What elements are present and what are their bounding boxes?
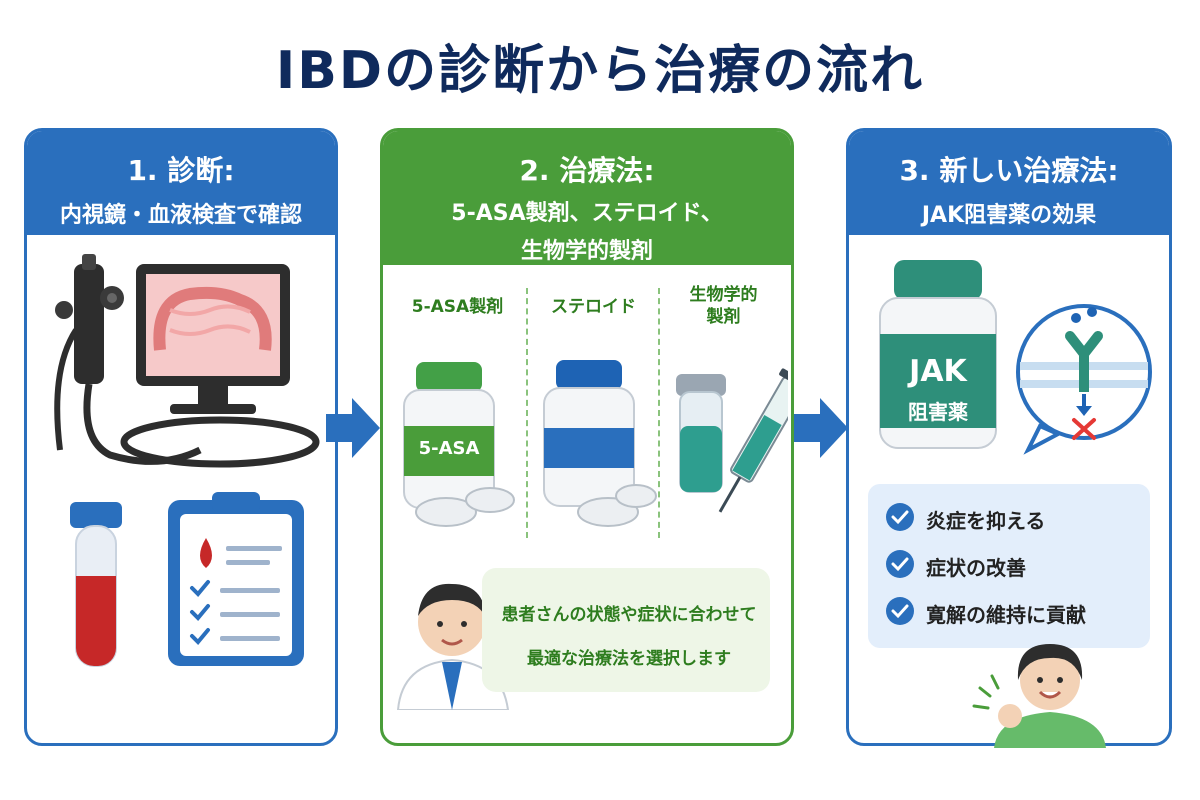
doctor-avatar [396,583,510,710]
column-label-line: 製剤 [706,307,741,327]
effects-list [868,484,1150,648]
steroid-bottle-icon [543,360,657,527]
effect-text: 症状の改善 [926,556,1026,580]
patient-avatar [972,644,1106,748]
arrow-right-icon [326,398,380,458]
step1-header: 1. 診断: 内視鏡・血液検査で確認 [27,131,335,235]
column-label-line: 5-ASA製剤 [411,297,504,317]
column-divider [658,288,660,538]
bottle-label-jak: JAK [909,354,967,389]
step1-heading: 1. 診断: [127,154,235,187]
jak-mechanism-icon [1016,304,1152,455]
check-circle-icon [886,550,914,578]
column-label-steroid: ステロイド [526,296,661,382]
page-title: IBDの診断から治療の流れ [275,41,925,101]
advice-note-line1: 患者さんの状態や症状に合わせて [501,605,757,625]
step2-subheading-line2: 生物学的製剤 [520,239,653,264]
5asa-bottle-icon [403,362,515,527]
clipboard-icon [168,492,304,666]
column-label-line: ステロイド [551,297,636,317]
advice-note-line2: 最適な治療法を選択します [527,649,731,669]
step3-header: 3. 新しい治療法: JAK阻害薬の効果 [849,131,1169,235]
arrow-right-icon [794,398,848,458]
vial-syringe-icon [676,368,788,513]
check-circle-icon [886,597,914,625]
jak-bottle-icon [879,260,997,449]
column-label-line: 生物学的 [689,285,758,305]
column-label-biologic: 生物学的 製剤 [656,284,791,370]
effect-text: 寛解の維持に貢献 [926,603,1086,627]
effect-text: 炎症を抑える [926,509,1046,533]
bottle-label-5asa: 5-ASA [418,438,480,459]
step3-heading: 3. 新しい治療法: [899,154,1119,187]
blood-test-tube-icon [70,502,122,667]
bottle-label-jak-line2: 阻害薬 [908,400,968,424]
step2-header: 2. 治療法: 5-ASA製剤、ステロイド、 生物学的製剤 [383,131,791,265]
step2-subheading-line1: 5-ASA製剤、ステロイド、 [451,201,723,226]
endoscope-monitor-illustration [54,254,320,468]
monitor-icon [120,264,320,468]
column-divider [526,288,528,538]
step2-heading: 2. 治療法: [519,154,655,187]
advice-note [482,568,770,692]
check-circle-icon [886,503,914,531]
column-label-5asa: 5-ASA製剤 [390,296,525,382]
step3-subheading: JAK阻害薬の効果 [921,203,1097,228]
step1-subheading: 内視鏡・血液検査で確認 [59,203,302,228]
